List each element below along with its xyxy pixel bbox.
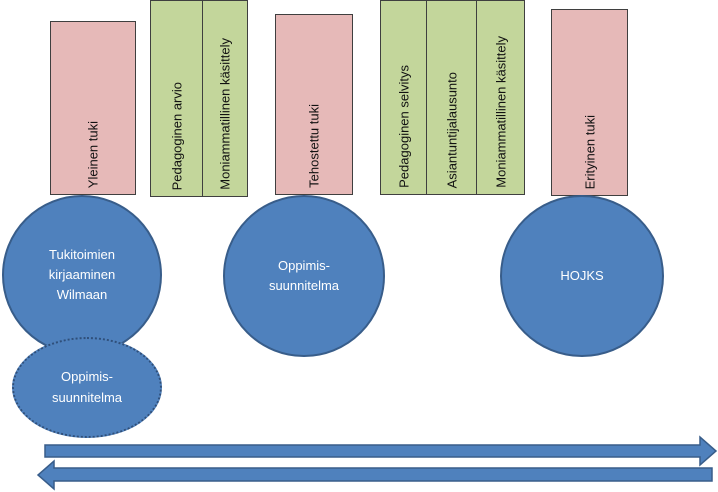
box-tehostettu-tuki: Tehostettu tuki: [275, 14, 353, 195]
circle-label: Tukitoimien kirjaaminen Wilmaan: [48, 246, 116, 303]
circle-oppimissuunnitelma: Oppimis- suunnitelma: [223, 195, 385, 357]
box-moniammatillinen-kasittely-1: Moniammatillinen käsittely: [202, 0, 248, 197]
circle-label: HOJKS: [560, 267, 604, 283]
circle-label: Oppimis- suunnitelma: [268, 257, 340, 293]
arrow-left: [36, 459, 713, 491]
arrow-right: [44, 435, 718, 467]
box-yleinen-tuki: Yleinen tuki: [50, 21, 136, 195]
box-pedagoginen-selvitys: Pedagoginen selvitys: [380, 0, 427, 195]
box-pedagoginen-arvio: Pedagoginen arvio: [150, 0, 203, 197]
box-erityinen-tuki: Erityinen tuki: [551, 9, 628, 196]
box-moniammatillinen-kasittely-2: Moniammatillinen käsittely: [476, 0, 525, 195]
ellipse-oppimissuunnitelma: Oppimis- suunnitelma: [12, 337, 162, 438]
circle-hojks: HOJKS: [500, 195, 664, 357]
circle-tukitoimien-kirjaaminen: Tukitoimien kirjaaminen Wilmaan: [2, 195, 162, 355]
ellipse-label: Oppimis- suunnitelma: [51, 369, 123, 405]
